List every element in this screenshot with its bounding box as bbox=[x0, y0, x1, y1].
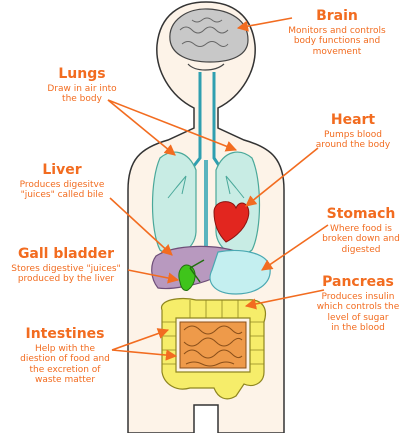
pancreas-title: Pancreas bbox=[322, 274, 394, 290]
heart-label: Heart Pumps blood around the body bbox=[300, 112, 406, 151]
heart-arrow bbox=[245, 147, 319, 207]
gall-bladder-description-line: produced by the liver bbox=[17, 274, 115, 285]
brain-description-line: Monitors and controls bbox=[288, 26, 386, 37]
brain-organ bbox=[169, 8, 249, 63]
pancreas-arrow bbox=[244, 289, 325, 310]
liver-description-line: "juices" called bile bbox=[20, 190, 104, 201]
intestines-description-line: waste matter bbox=[34, 375, 96, 386]
lungs-arrow-right bbox=[107, 99, 238, 152]
stomach-arrow bbox=[261, 224, 329, 271]
lungs-description-line: the body bbox=[62, 94, 102, 105]
throat bbox=[187, 63, 225, 71]
lungs-label: Lungs Draw in air into the body bbox=[38, 66, 126, 105]
lungs-title: Lungs bbox=[58, 66, 106, 82]
brain-arrow bbox=[236, 17, 293, 32]
stomach-title: Stomach bbox=[326, 206, 396, 222]
intestines-description-line: the excretion of bbox=[29, 364, 101, 375]
pancreas-description-line: Produces insulin bbox=[321, 292, 395, 303]
liver-arrow bbox=[109, 197, 173, 256]
small-intestine bbox=[179, 321, 247, 369]
stomach-description-line: broken down and bbox=[322, 234, 400, 245]
intestines-title: Intestines bbox=[25, 326, 105, 342]
brain-folds bbox=[179, 17, 229, 47]
intestines-arrow-lower bbox=[111, 349, 178, 361]
intestines-description-line: diestion of food and bbox=[20, 354, 110, 365]
heart-description-line: around the body bbox=[315, 140, 391, 151]
gall-bladder-title: Gall bladder bbox=[17, 246, 115, 262]
liver-description-line: Produces digesitve bbox=[19, 180, 105, 191]
pancreas-description-line: level of sugar bbox=[327, 312, 389, 323]
liver-title: Liver bbox=[42, 162, 82, 178]
brain-description-line: movement bbox=[312, 46, 362, 57]
heart-title: Heart bbox=[330, 112, 376, 128]
heart-organ bbox=[213, 201, 250, 243]
lungs-arrow-left bbox=[107, 99, 176, 156]
gall-bladder-label: Gall bladder Stores digestive "juices" p… bbox=[0, 246, 132, 285]
intestines-description-line: Help with the bbox=[34, 344, 96, 355]
stomach-description-line: Where food is bbox=[330, 224, 392, 235]
stomach-organ bbox=[209, 249, 271, 295]
brain-title: Brain bbox=[316, 8, 358, 24]
brain-label: Brain Monitors and controls body functio… bbox=[272, 8, 402, 57]
pancreas-description-line: in the blood bbox=[331, 323, 385, 334]
intestines-arrow-upper bbox=[111, 328, 170, 351]
intestines-label: Intestines Help with the diestion of foo… bbox=[6, 326, 124, 385]
gall-bladder-description-line: Stores digestive "juices" bbox=[11, 264, 121, 275]
lungs-description-line: Draw in air into bbox=[47, 84, 117, 95]
stomach-description-line: digested bbox=[341, 244, 381, 255]
bile-duct bbox=[189, 259, 205, 283]
brain-description-line: body functions and bbox=[293, 36, 381, 47]
bronchi bbox=[167, 175, 245, 199]
gall-bladder-arrow bbox=[127, 269, 180, 284]
left-lung bbox=[151, 151, 197, 256]
heart-description-line: Pumps blood bbox=[324, 130, 382, 141]
pancreas-description-line: which controls the bbox=[316, 302, 400, 313]
stomach-label: Stomach Where food is broken down and di… bbox=[312, 206, 410, 255]
gall-bladder-organ bbox=[178, 264, 196, 291]
small-intestine-coils bbox=[183, 325, 243, 367]
pancreas-label: Pancreas Produces insulin which controls… bbox=[306, 274, 410, 333]
liver-label: Liver Produces digesitve "juices" called… bbox=[4, 162, 120, 201]
